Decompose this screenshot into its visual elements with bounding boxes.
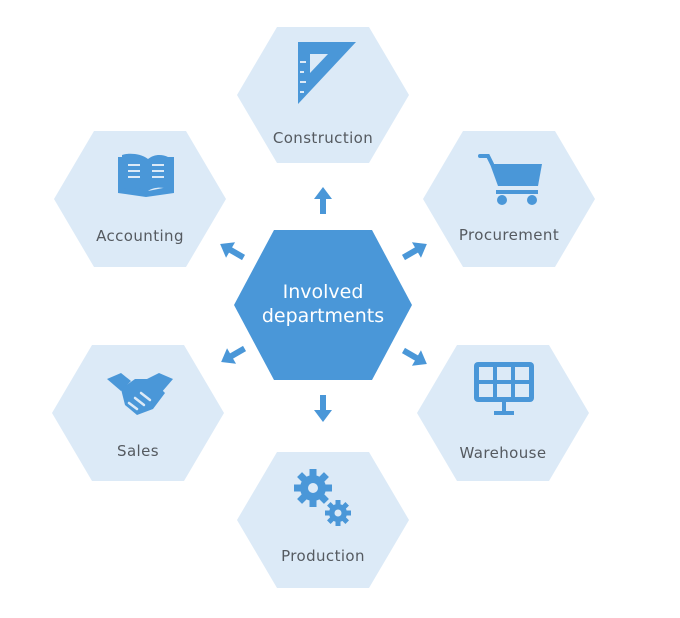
hex-production: Production [237,452,409,588]
accounting-label: Accounting [96,227,184,245]
handshake-icon [107,373,173,415]
gears-icon [294,469,351,526]
storage-panel-icon [474,362,534,415]
arrow-to-production [314,395,332,422]
arrow-to-warehouse [401,347,427,366]
triangle-ruler-icon [298,42,356,104]
shopping-cart-icon [478,154,542,205]
hex-construction: Construction [237,27,409,163]
procurement-label: Procurement [459,226,559,244]
arrow-to-sales [221,345,247,364]
arrow-to-accounting [220,242,246,261]
center-title-line2: departments [262,305,384,327]
arrow-to-construction [314,187,332,214]
hex-procurement: Procurement [423,131,595,267]
warehouse-label: Warehouse [460,444,547,462]
production-label: Production [281,547,365,565]
hex-warehouse: Warehouse [417,345,589,481]
hex-accounting: Accounting [54,131,226,267]
construction-label: Construction [273,129,373,147]
arrow-to-procurement [401,242,427,261]
open-book-icon [118,153,174,197]
center-title-line1: Involved [283,281,364,303]
hex-center: Involved departments [234,230,412,380]
sales-label: Sales [117,442,159,460]
hex-sales: Sales [52,345,224,481]
